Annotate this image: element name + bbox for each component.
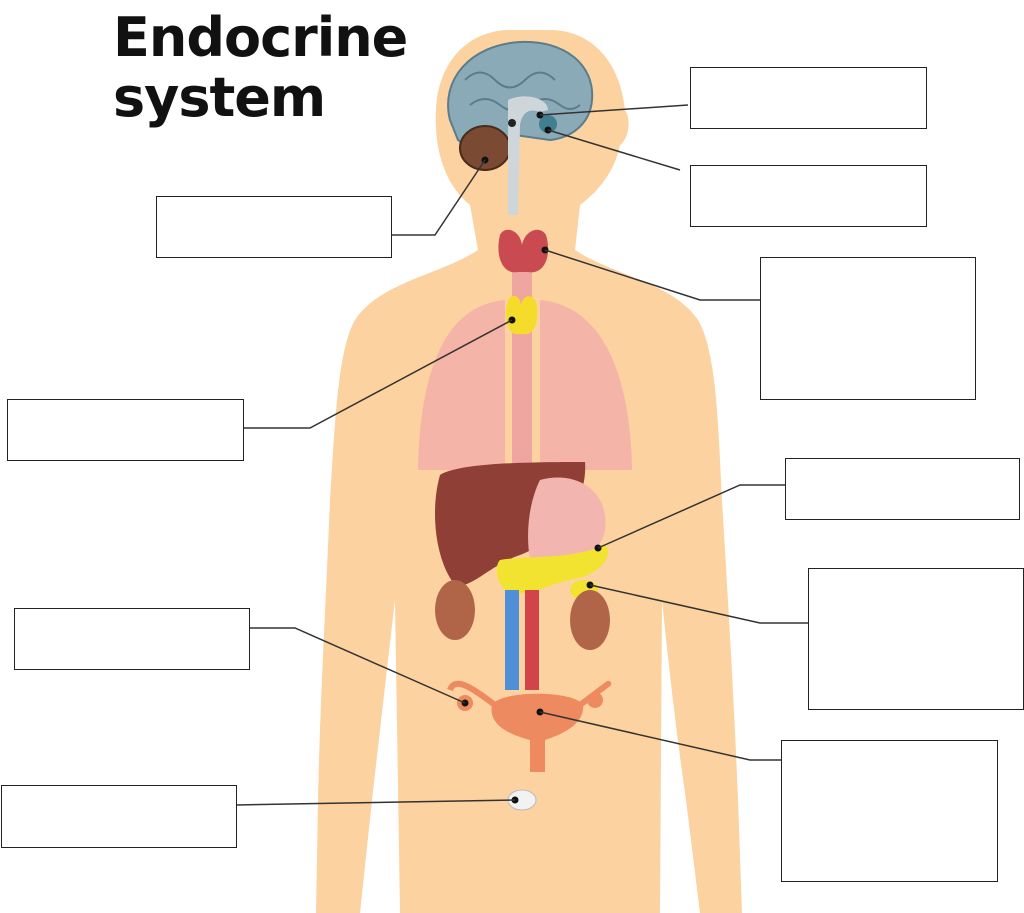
leader-lines — [235, 104, 808, 806]
leader-line-testis — [235, 799, 516, 806]
pituitary-gland — [539, 115, 557, 133]
leader-line-adrenal — [589, 584, 808, 624]
leader-line-uterus — [539, 711, 781, 761]
right-lung — [540, 300, 632, 470]
thymus-gland — [506, 295, 538, 335]
aorta — [525, 590, 539, 690]
trachea — [512, 265, 532, 465]
label-box-pituitary[interactable] — [690, 165, 927, 227]
label-box-testis[interactable] — [1, 785, 237, 848]
leader-line-thymus — [243, 319, 513, 429]
stomach — [528, 477, 606, 564]
label-box-ovary[interactable] — [14, 608, 250, 670]
pancreas — [496, 545, 609, 594]
label-box-adrenal[interactable] — [808, 568, 1024, 710]
title-line-2: system — [113, 66, 326, 129]
label-box-pancreas[interactable] — [785, 458, 1020, 520]
label-box-cerebellum[interactable] — [156, 196, 392, 258]
label-box-uterus[interactable] — [781, 740, 998, 882]
leader-line-pineal — [539, 104, 689, 116]
title-line-1: Endocrine — [113, 6, 408, 69]
label-box-thymus[interactable] — [7, 399, 244, 461]
label-box-thyroid[interactable] — [760, 257, 976, 400]
pineal-gland — [508, 119, 516, 127]
diagram-title: Endocrine system — [113, 6, 408, 129]
leader-line-pancreas — [597, 484, 785, 549]
thyroid-gland — [498, 229, 549, 273]
leader-line-thyroid — [544, 249, 760, 301]
spinal-cord — [508, 96, 548, 215]
left-lung — [418, 300, 505, 470]
leader-line-pituitary — [547, 129, 681, 171]
right-ovary — [587, 692, 603, 708]
fallopian-tubes — [447, 680, 612, 708]
right-kidney — [570, 590, 610, 650]
vena-cava — [505, 590, 519, 690]
uterus — [491, 693, 584, 772]
leader-line-cerebellum — [392, 159, 486, 236]
label-box-pineal[interactable] — [690, 67, 927, 129]
leader-line-ovary — [249, 627, 466, 704]
left-kidney — [435, 580, 475, 640]
